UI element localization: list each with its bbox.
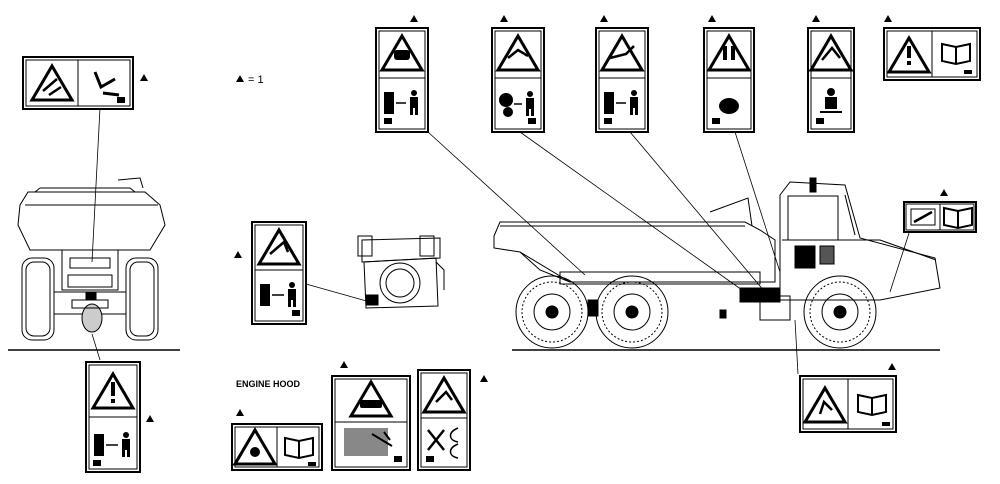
legend: = 1	[236, 74, 264, 86]
engine-hood-label: ENGINE HOOD	[236, 379, 301, 389]
rear-view-truck	[8, 177, 180, 351]
decal-top-3	[595, 15, 649, 133]
decal-marker-icon	[340, 361, 348, 368]
decal-marker-icon	[940, 189, 948, 196]
decal-rear-bottom	[85, 361, 154, 473]
decal-marker-icon	[888, 363, 896, 370]
decal-hood-2	[331, 361, 411, 471]
decal-marker-icon	[708, 15, 716, 22]
decal-cab-right	[903, 189, 977, 233]
decal-top-5	[807, 15, 855, 133]
decal-marker-icon	[480, 375, 488, 382]
decal-marker-icon	[146, 415, 154, 422]
leader-lines	[91, 107, 911, 375]
decal-marker-icon	[410, 15, 418, 22]
dump-truck-side-view	[493, 177, 941, 351]
legend-text: = 1	[248, 74, 264, 86]
decal-top-right	[883, 15, 981, 81]
engine-component-drawing	[357, 235, 445, 309]
decal-hood-1	[231, 409, 323, 471]
decal-marker-icon	[884, 15, 892, 22]
decal-marker-icon	[600, 15, 608, 22]
decal-top-4	[703, 15, 755, 133]
decal-center-left	[234, 221, 307, 325]
decal-marker-icon	[812, 15, 820, 22]
decal-rear-top	[22, 56, 148, 110]
decal-marker-icon	[140, 74, 148, 81]
decal-top-2	[491, 15, 545, 133]
decal-marker-icon	[236, 409, 244, 416]
legend-marker-icon	[236, 75, 244, 82]
decal-marker-icon	[234, 251, 242, 258]
decal-top-1	[375, 15, 429, 133]
decal-lower-right	[799, 363, 897, 433]
decal-marker-icon	[500, 15, 508, 22]
decal-hood-3	[417, 369, 488, 471]
